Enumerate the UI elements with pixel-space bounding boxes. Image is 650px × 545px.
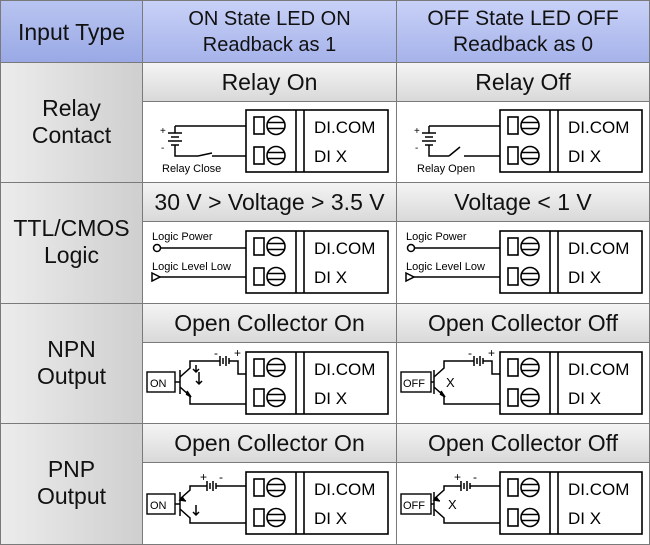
npn-on-title: Open Collector On: [174, 310, 365, 336]
relay-off-caption: Relay Open: [417, 163, 475, 175]
npn-on-circuit: DI.COM DI X ON - +: [146, 346, 389, 415]
header-on-line1: ON State LED ON: [188, 8, 351, 30]
ttl-off-circuit: DI.COM DI X Logic Power Logic Level Low: [405, 230, 643, 294]
npn-on-battery-icon: [196, 356, 246, 375]
npn-on-transistor-icon: [175, 360, 246, 405]
relay-on-battery-icon: [168, 125, 246, 157]
pnp-off-transistor-icon: [431, 485, 500, 524]
row-pnp-label: PNP Output: [0, 423, 143, 545]
ttl-on-power-terminal-icon: [152, 243, 162, 253]
ttl-on-title: 30 V > Voltage > 3.5 V: [154, 189, 385, 215]
row-ttl-line2: Logic: [44, 242, 99, 268]
npn-on-tag: ON: [150, 378, 167, 390]
npn-off-com-label: DI.COM: [568, 360, 629, 379]
pnp-on-battery-icon: [200, 481, 246, 491]
pnp-off-tag: OFF: [403, 500, 425, 512]
relay-on-title: Relay On: [221, 69, 318, 95]
npn-off-open-mark: X: [446, 375, 455, 390]
npn-off-battery-icon: [450, 356, 500, 375]
ttl-off-level-label: Logic Level Low: [406, 261, 485, 273]
ttl-on-circuit: DI.COM DI X Logic Power Logic Level Low: [151, 230, 389, 294]
header-off-line2: Readback as 0: [452, 33, 594, 56]
header-off-state: OFF State LED OFF Readback as 0: [396, 0, 650, 63]
row-npn-off-title: Open Collector Off: [396, 303, 650, 343]
pnp-off-minus-label: -: [473, 470, 477, 484]
npn-off-minus-label: -: [468, 346, 472, 360]
relay-on-com-label: DI.COM: [314, 118, 375, 137]
ttl-on-level-label: Logic Level Low: [152, 261, 231, 273]
npn-off-plus-label: +: [488, 346, 495, 360]
pnp-off-open-mark: X: [448, 497, 457, 512]
row-pnp-line2: Output: [36, 483, 107, 509]
ttl-on-power-label: Logic Power: [152, 231, 213, 243]
row-relay-line2: Contact: [31, 122, 112, 148]
npn-on-dix-label: DI X: [314, 389, 347, 408]
pnp-off-circuit: DI.COM DI X OFF X + -: [400, 470, 643, 535]
row-ttl-on-title: 30 V > Voltage > 3.5 V: [142, 182, 397, 222]
row-pnp-line1: PNP: [47, 456, 96, 482]
header-input-type: Input Type: [0, 0, 143, 63]
ttl-on-com-label: DI.COM: [314, 239, 375, 258]
pnp-off-com-label: DI.COM: [568, 480, 629, 499]
ttl-off-com-label: DI.COM: [568, 239, 629, 258]
pnp-on-transistor-icon: [175, 485, 246, 524]
relay-off-circuit: DI.COM DI X + - Relay Open: [414, 109, 643, 175]
pnp-on-circuit: DI.COM DI X ON + -: [146, 470, 389, 535]
ttl-off-dix-label: DI X: [568, 268, 601, 287]
row-ttl-line1: TTL/CMOS: [13, 215, 130, 241]
row-npn-label: NPN Output: [0, 303, 143, 424]
relay-off-battery-icon: [422, 125, 500, 157]
npn-off-title: Open Collector Off: [427, 310, 619, 336]
ttl-on-level-arrow-icon: [151, 271, 162, 283]
ttl-off-level-arrow-icon: [405, 271, 416, 283]
pnp-off-battery-icon: [454, 481, 500, 491]
npn-on-plus-label: +: [234, 346, 241, 360]
relay-off-dix-label: DI X: [568, 147, 601, 166]
pnp-on-plus-label: +: [200, 470, 207, 484]
ttl-off-power-label: Logic Power: [406, 231, 467, 243]
npn-off-transistor-icon: [431, 360, 500, 405]
header-input-type-label: Input Type: [18, 19, 125, 45]
relay-on-caption: Relay Close: [162, 163, 221, 175]
relay-off-plus-label: +: [414, 126, 420, 137]
ttl-off-title: Voltage < 1 V: [454, 189, 592, 215]
relay-off-title: Relay Off: [475, 69, 571, 95]
relay-on-plus-label: +: [160, 126, 166, 137]
relay-on-dix-label: DI X: [314, 147, 347, 166]
npn-off-dix-label: DI X: [568, 389, 601, 408]
pnp-off-dix-label: DI X: [568, 509, 601, 528]
row-relay-label: Relay Contact: [0, 62, 143, 183]
pnp-on-dix-label: DI X: [314, 509, 347, 528]
npn-on-com-label: DI.COM: [314, 360, 375, 379]
row-npn-on-title: Open Collector On: [142, 303, 397, 343]
npn-off-circuit: DI.COM DI X OFF X - +: [400, 346, 643, 415]
relay-on-circuit: DI.COM DI X + - Relay Close: [160, 109, 389, 175]
pnp-on-minus-label: -: [219, 470, 223, 484]
relay-off-com-label: DI.COM: [568, 118, 629, 137]
header-off-line1: OFF State LED OFF: [427, 7, 619, 30]
row-relay-line1: Relay: [42, 95, 101, 121]
row-pnp-off-title: Open Collector Off: [396, 423, 650, 463]
ttl-off-power-terminal-icon: [406, 243, 416, 253]
ttl-on-dix-label: DI X: [314, 268, 347, 287]
row-relay-on-title: Relay On: [142, 62, 397, 102]
npn-off-tag: OFF: [403, 378, 425, 390]
relay-on-minus-label: -: [161, 143, 164, 154]
row-relay-off-title: Relay Off: [396, 62, 650, 102]
pnp-off-plus-label: +: [454, 470, 461, 484]
pnp-on-tag: ON: [150, 500, 167, 512]
header-on-line2: Readback as 1: [202, 34, 337, 56]
row-npn-line1: NPN: [47, 336, 96, 362]
relay-off-minus-label: -: [415, 143, 418, 154]
npn-on-minus-label: -: [214, 346, 218, 360]
row-npn-line2: Output: [36, 363, 107, 389]
pnp-on-com-label: DI.COM: [314, 480, 375, 499]
pnp-on-title: Open Collector On: [174, 430, 365, 456]
pnp-off-title: Open Collector Off: [427, 430, 619, 456]
